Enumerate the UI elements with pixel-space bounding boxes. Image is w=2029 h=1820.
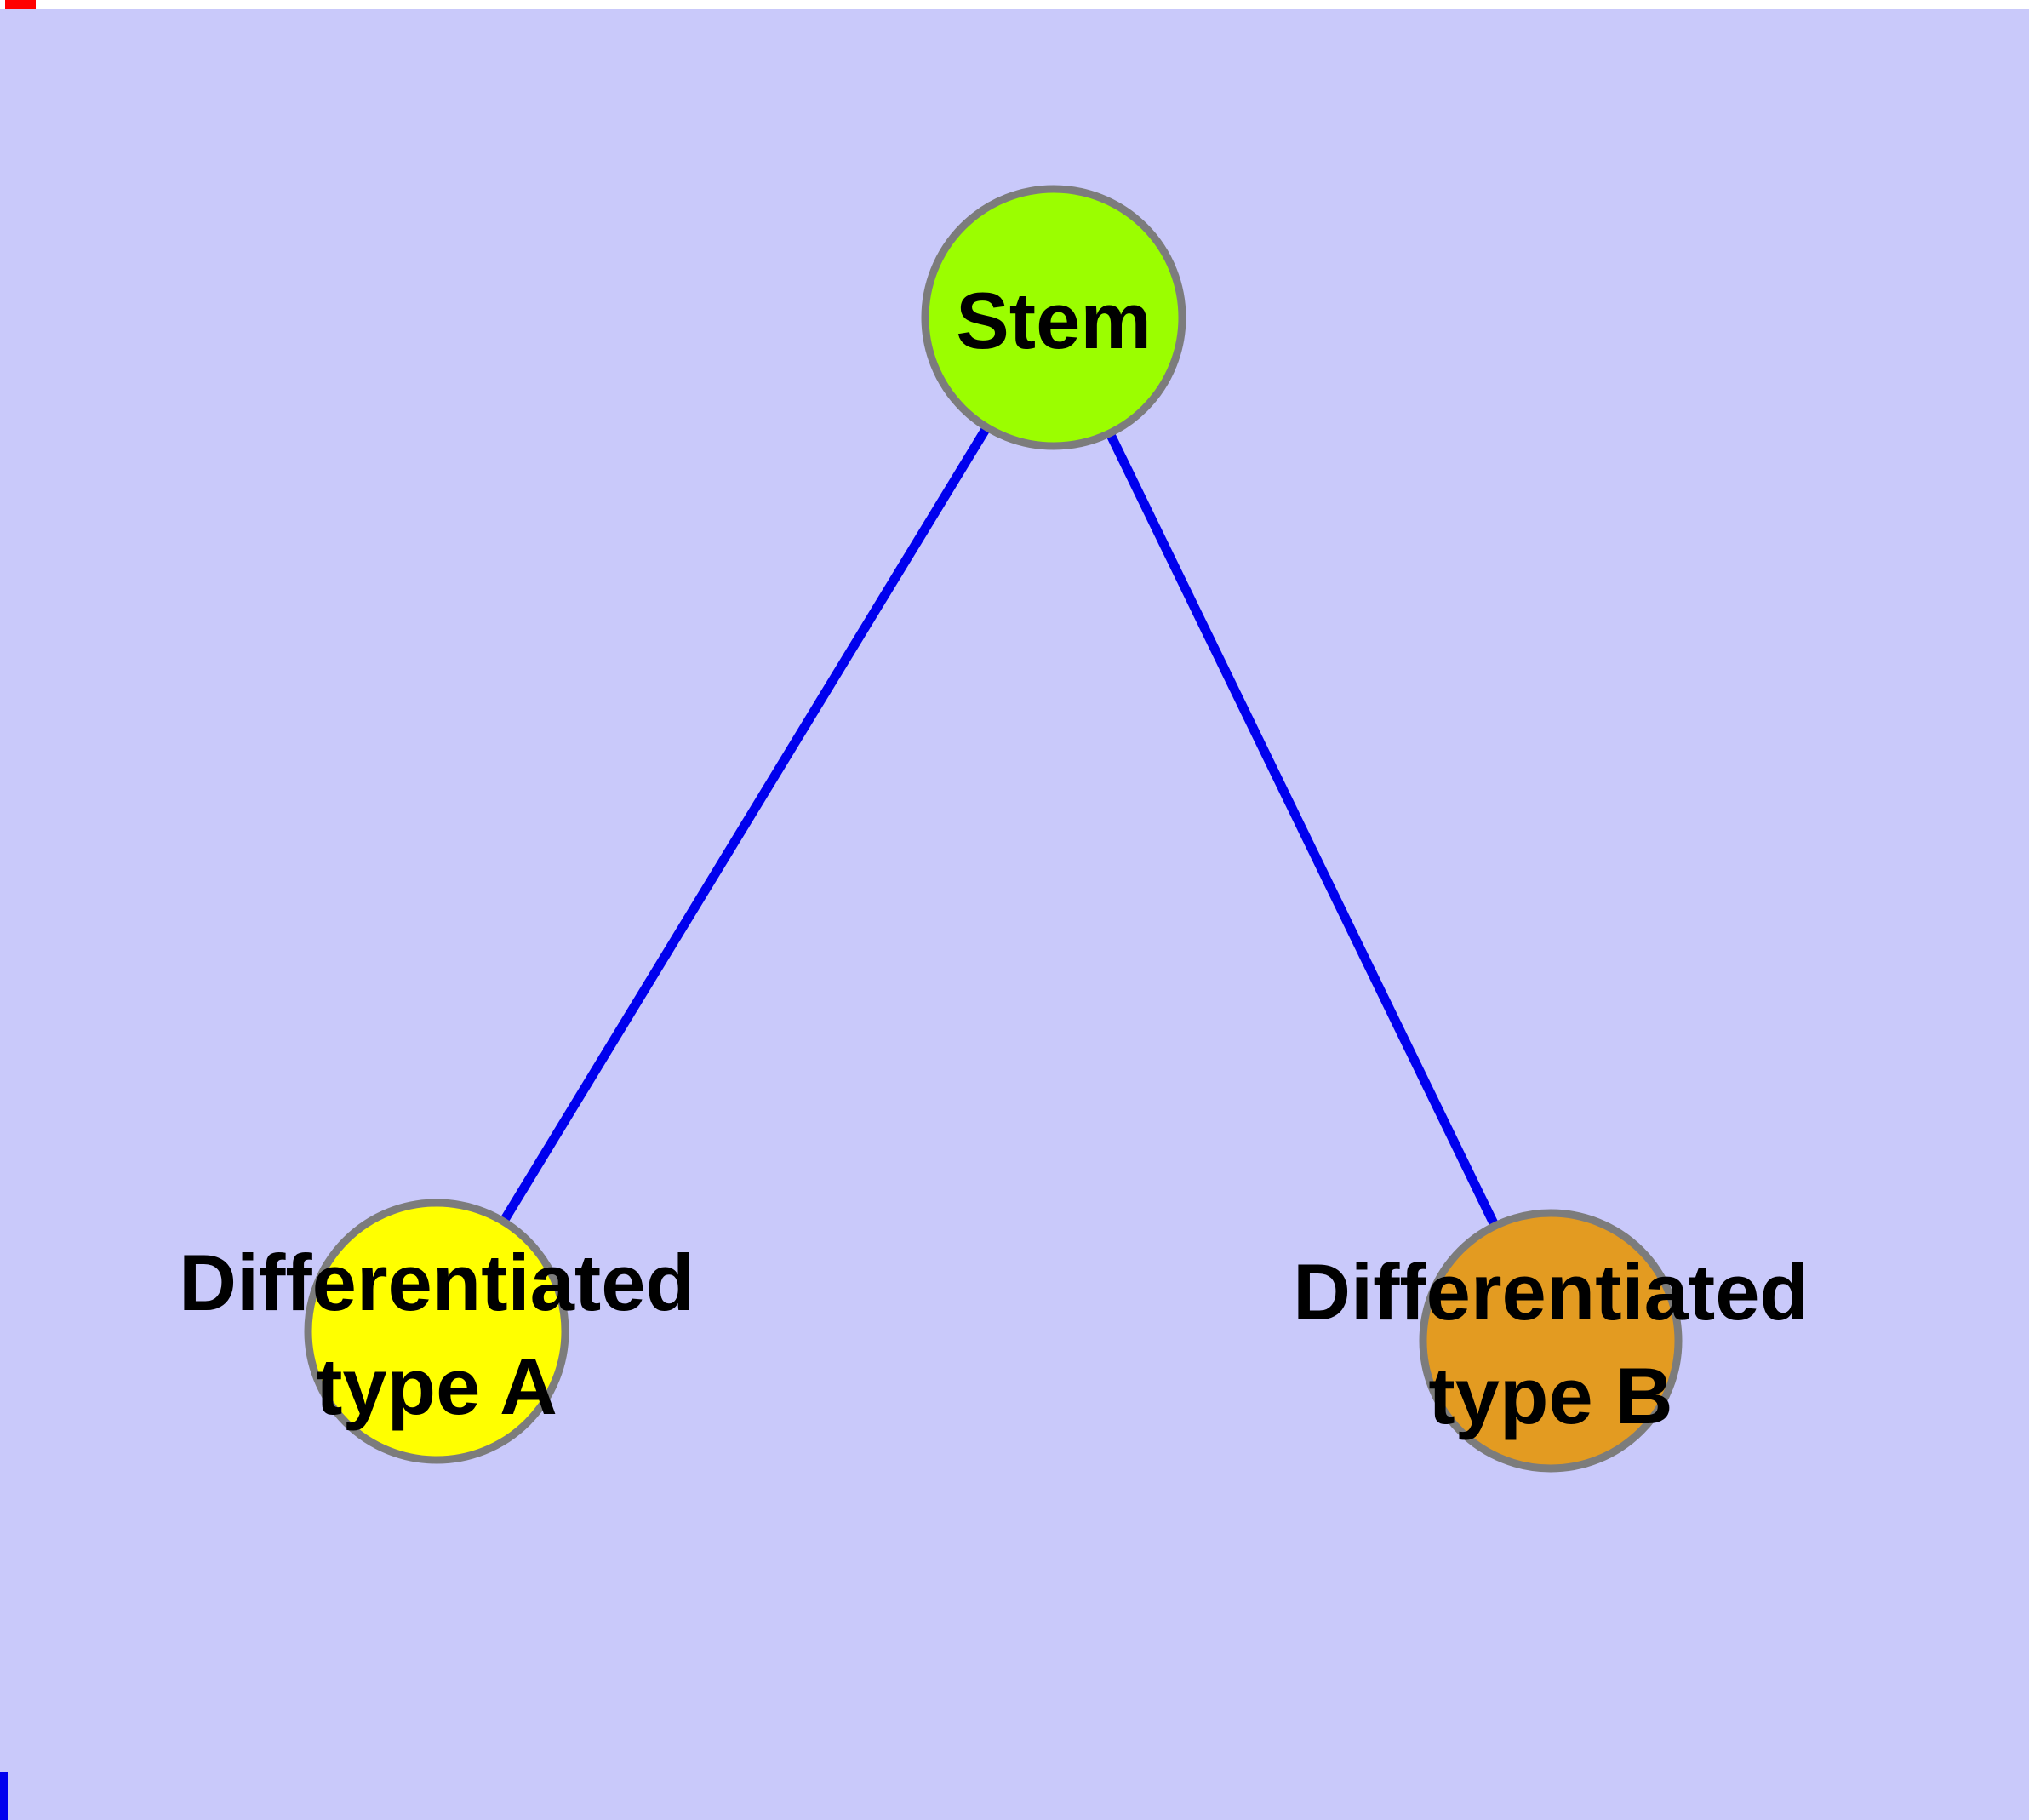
- artifact-top-strip: [0, 0, 2029, 9]
- graph-node-diff-a: Differentiated type A: [179, 1199, 694, 1464]
- node-label-stem: Stem: [956, 276, 1152, 365]
- node-label-line: Differentiated: [179, 1238, 694, 1327]
- node-label-line: type B: [1428, 1351, 1672, 1440]
- node-label-diff-a: Differentiated type A: [179, 1238, 694, 1431]
- graph-edge-stem-diff-b: [1049, 315, 1555, 1343]
- graph-node-diff-b: Differentiated type B: [1293, 1209, 1809, 1473]
- node-circle-diff-a: [304, 1199, 569, 1464]
- graph-edges: [432, 315, 1555, 1343]
- node-circle-diff-b: [1419, 1209, 1683, 1473]
- graph-node-stem: Stem: [921, 185, 1186, 450]
- artifact-top-left-mark: [5, 0, 36, 9]
- node-label-line: Stem: [956, 276, 1152, 365]
- artifact-bottom-left-dash: [0, 1772, 8, 1820]
- node-label-line: type A: [316, 1342, 557, 1431]
- node-label-diff-b: Differentiated type B: [1293, 1247, 1809, 1440]
- node-label-line: Differentiated: [1293, 1247, 1809, 1336]
- graph-edge-stem-diff-a: [432, 315, 1058, 1334]
- node-circle-stem: [921, 185, 1186, 450]
